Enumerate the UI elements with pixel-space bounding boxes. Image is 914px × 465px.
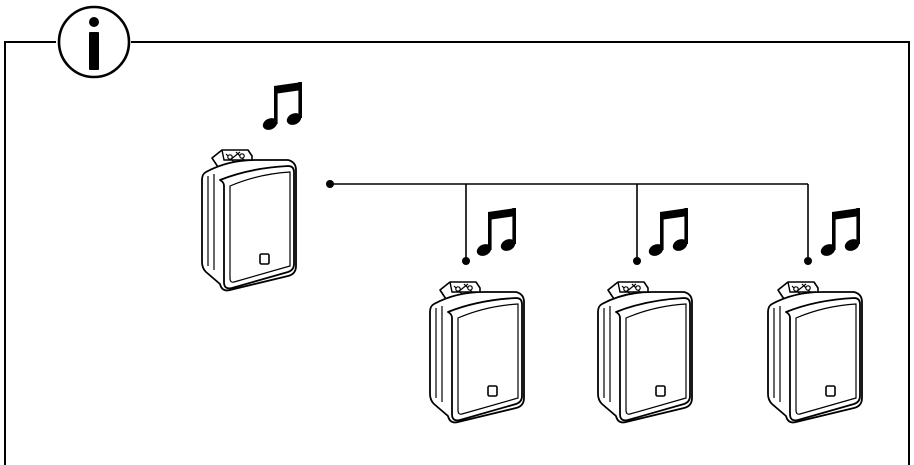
slave-1-music-note-icon	[474, 208, 518, 259]
slave-1-loudspeaker-icon	[429, 281, 525, 424]
master-loudspeaker-icon	[201, 149, 297, 292]
slave-3-loudspeaker-icon	[767, 281, 863, 424]
master-music-note-icon	[260, 82, 304, 133]
notice-frame	[4, 41, 910, 465]
slave-3-music-note-icon	[818, 208, 862, 259]
daisy-chain-cable	[330, 183, 809, 260]
slave-2-music-note-icon	[646, 208, 690, 259]
slave-2-loudspeaker-icon	[597, 281, 693, 424]
cable-connection-points	[326, 180, 812, 265]
info-icon	[57, 5, 131, 79]
